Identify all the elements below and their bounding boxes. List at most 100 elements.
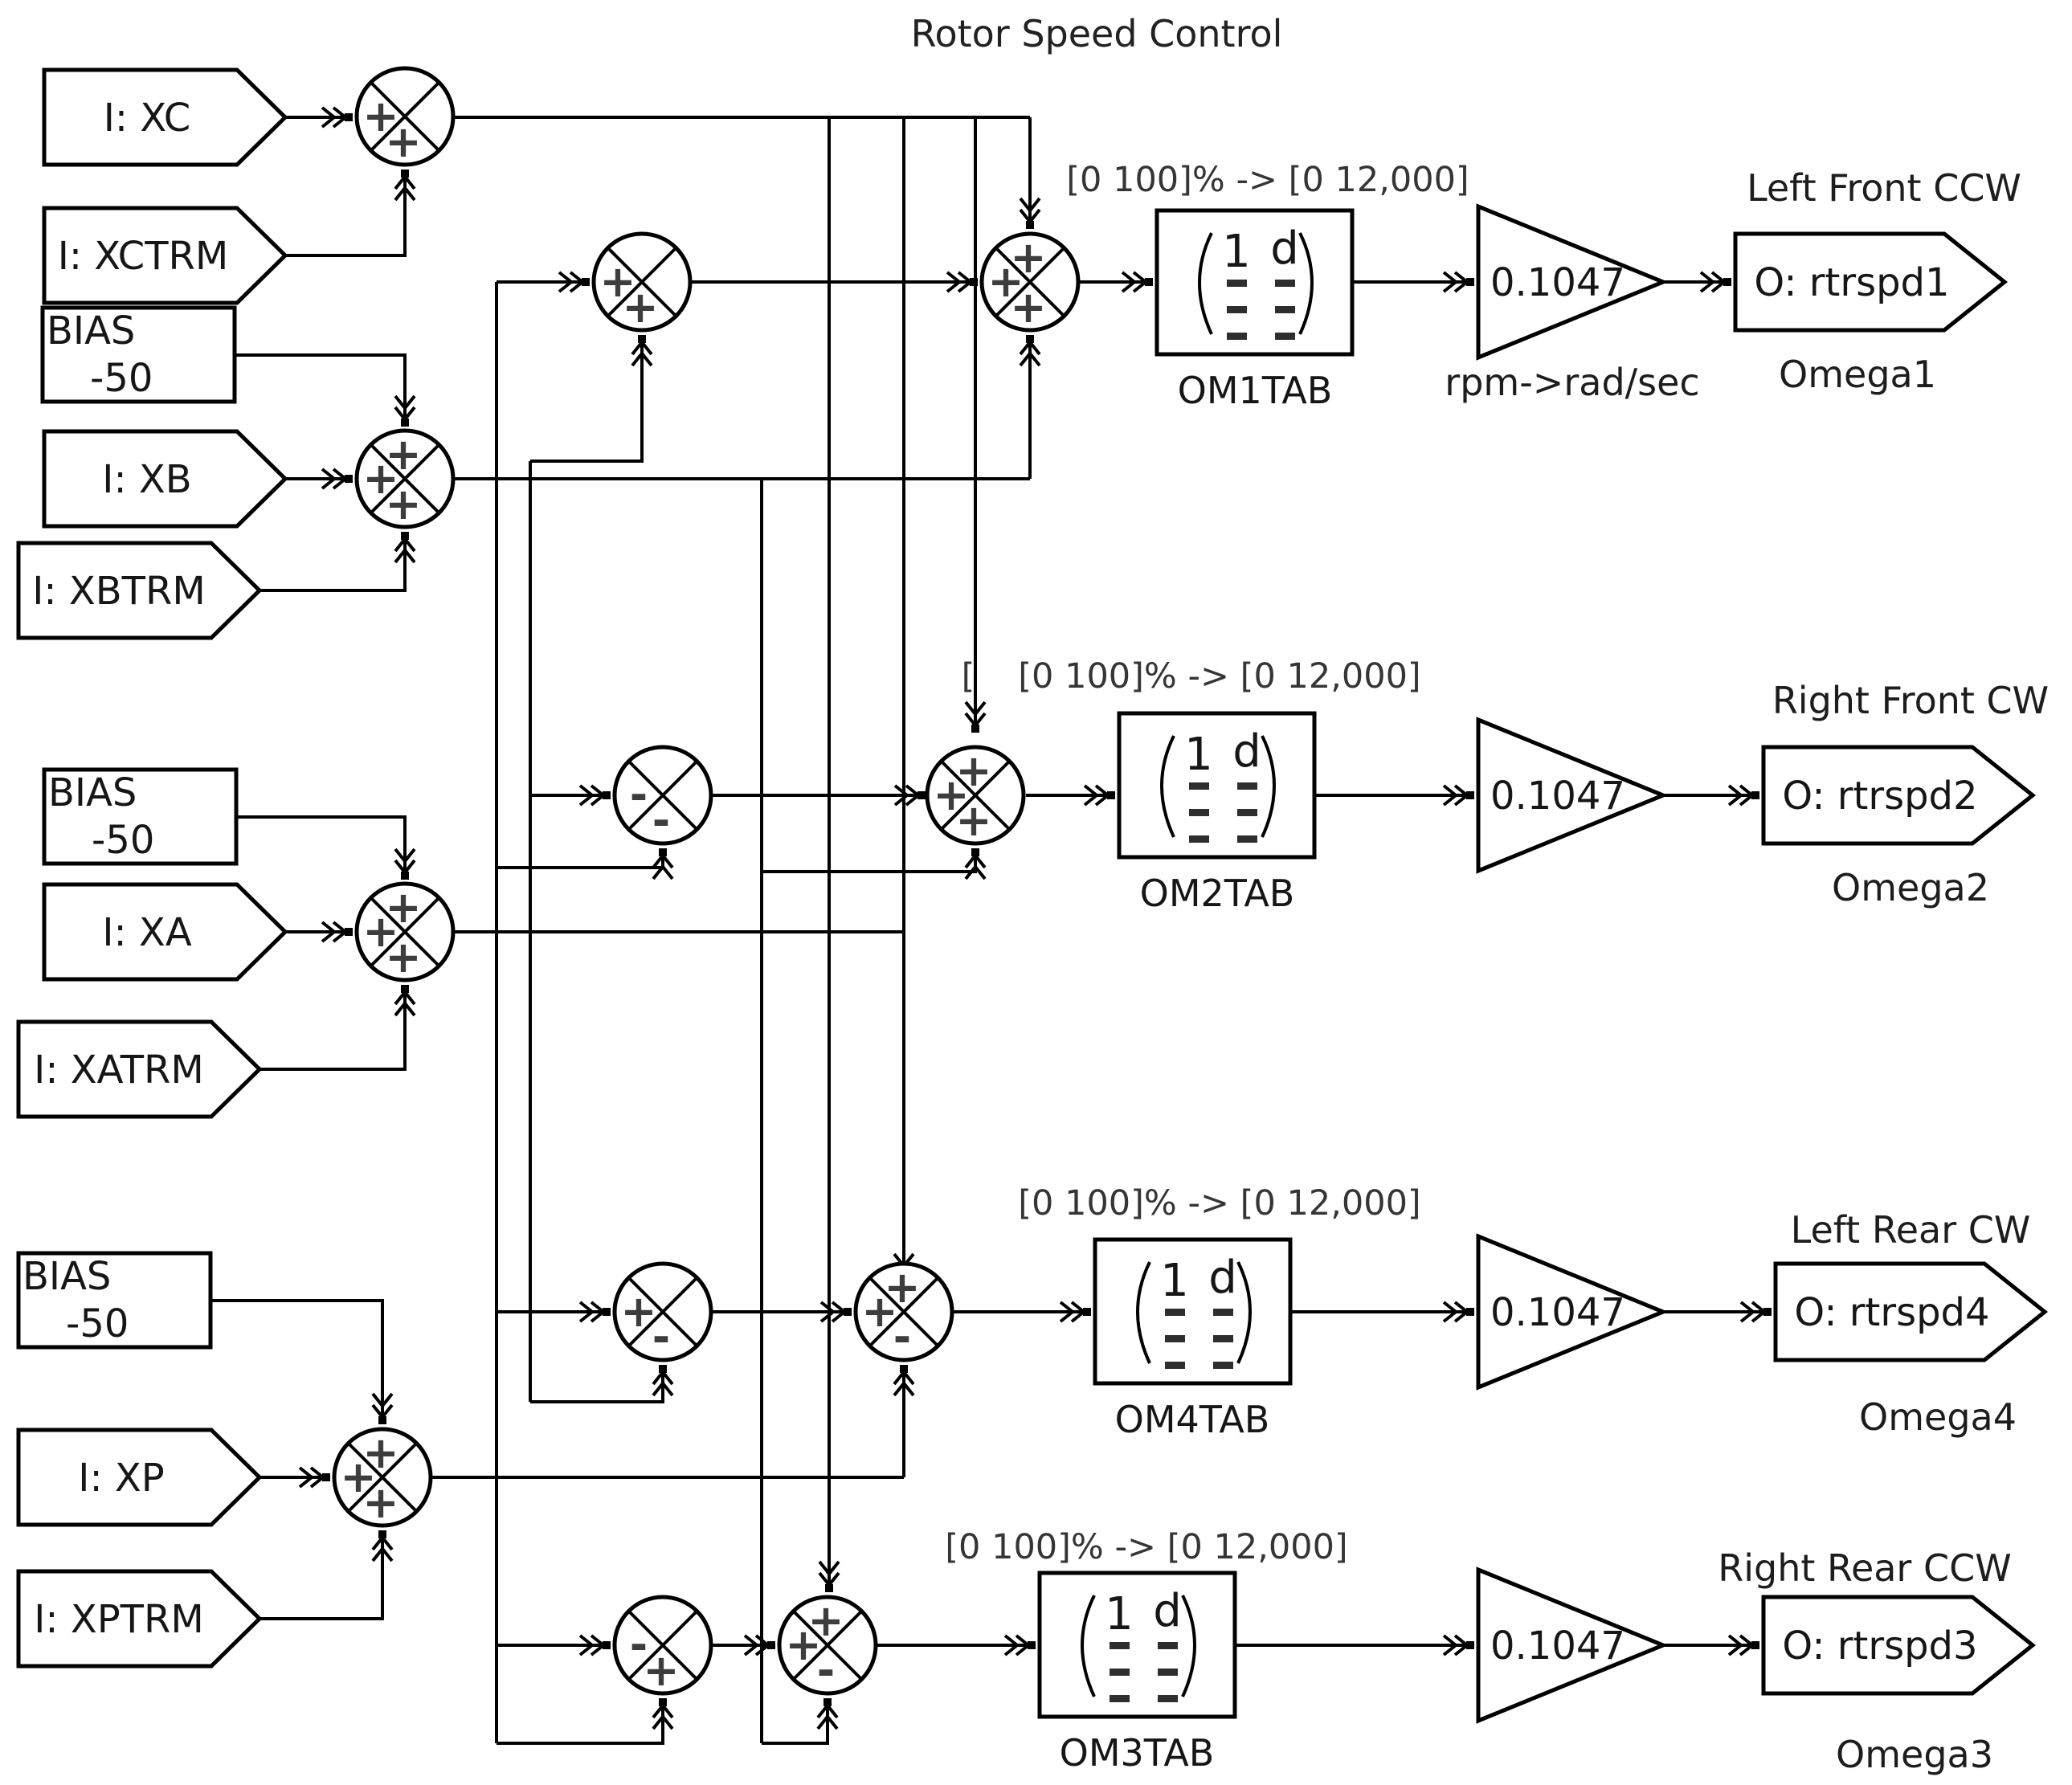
sign-south: -	[652, 1312, 670, 1362]
gain-block-4: 0.1047	[1476, 1566, 1669, 1724]
range-annotations: [0 100]% -> [0 12,000] [ [0 100]% -> [0 …	[945, 160, 1469, 1567]
output-name: Omega3	[1836, 1733, 1993, 1776]
gain-value: 0.1047	[1490, 774, 1625, 819]
sum-cross-icon	[370, 81, 440, 152]
input-tags: I: XC I: XCTRM BIAS -50 I: XB I: XBTRM B…	[16, 67, 288, 1669]
sign-north: +	[884, 1262, 920, 1313]
sum-cross-icon	[627, 1610, 698, 1681]
output-heading: Left Front CCW	[1747, 166, 2021, 210]
gain-value: 0.1047	[1490, 1290, 1625, 1335]
sign-south: +	[1010, 282, 1046, 333]
output-heading: Right Rear CCW	[1718, 1546, 2011, 1590]
lookup-table-om2tab: 1 d OM2TAB	[1117, 711, 1317, 915]
output-tag-label: O: rtrspd3	[1782, 1624, 1977, 1669]
bias-block-1-label: BIAS	[47, 308, 135, 353]
sum-cross-icon	[627, 760, 698, 831]
sign-south: -	[893, 1312, 911, 1362]
table-col1: 1	[1160, 1255, 1189, 1307]
wire-xbtrm-to-s2	[260, 532, 416, 592]
sum-junction-s5: + +	[591, 231, 693, 333]
annotation-row3: [0 100]% -> [0 12,000]	[1018, 1183, 1420, 1223]
sign-west: +	[362, 91, 398, 141]
output-group-rtrspd2: Right Front CW O: rtrspd2 Omega2	[1761, 679, 2049, 909]
sum-cross-icon	[995, 247, 1065, 317]
gain-blocks: 0.1047 rpm->rad/sec 0.1047 0.1047 0.1047	[1445, 203, 1700, 1724]
table-name: OM3TAB	[1060, 1731, 1215, 1775]
output-tags: Left Front CCW O: rtrspd1 Omega1 Right F…	[1718, 166, 2049, 1776]
output-heading: Left Rear CW	[1791, 1208, 2031, 1252]
wire-bus-to-s8-bottom	[497, 1698, 674, 1745]
wire-xatrm-to-s3	[260, 985, 416, 1071]
table-col2: d	[1153, 1585, 1182, 1637]
wire-xptrm-to-s4	[260, 1530, 394, 1620]
table-col2: d	[1270, 223, 1299, 275]
wire-bus-to-sf4-bottom	[762, 1698, 839, 1745]
input-tag-xatrm	[16, 1019, 263, 1119]
sum-junction-sf3: + + -	[853, 1261, 954, 1362]
annotation-row2-bracket: [	[962, 656, 975, 696]
annotation-row1: [0 100]% -> [0 12,000]	[1066, 160, 1469, 200]
input-tag-xctrm	[42, 206, 288, 305]
bias-block-3	[16, 1251, 213, 1350]
output-tag	[1761, 745, 2037, 846]
gain-triangle-icon	[1476, 717, 1669, 874]
annotation-row4: [0 100]% -> [0 12,000]	[945, 1527, 1347, 1567]
paren-left-icon	[1160, 735, 1175, 838]
paren-right-icon	[1298, 232, 1314, 335]
sign-south: +	[622, 282, 658, 333]
output-name: Omega2	[1832, 866, 1989, 909]
output-tag	[1733, 231, 2009, 333]
sum-cross-icon	[347, 1442, 418, 1513]
sum-cross-icon	[792, 1610, 863, 1681]
table-name: OM2TAB	[1140, 872, 1295, 915]
sum-cross-icon	[868, 1276, 939, 1347]
input-tag-xatrm-label: I: XATRM	[34, 1048, 204, 1093]
sum-junction-sf4: + + -	[777, 1595, 878, 1696]
table-dashes-icon	[1227, 280, 1295, 340]
bias-block-2-label: BIAS	[48, 770, 137, 815]
gain-triangle-icon	[1476, 1566, 1669, 1724]
sum-cross-icon	[370, 897, 440, 967]
sum-junction-sf1: + + +	[979, 231, 1081, 333]
sum-junction-s1: + +	[354, 66, 456, 167]
table-block	[1117, 711, 1317, 860]
output-name: Omega4	[1859, 1395, 2017, 1439]
sign-west: +	[340, 1452, 376, 1502]
paren-left-icon	[1198, 232, 1213, 335]
paren-right-icon	[1236, 1261, 1252, 1364]
sum-junction-sf2: + + +	[925, 745, 1026, 846]
sign-south: +	[955, 795, 991, 846]
table-dashes-icon	[1110, 1642, 1178, 1702]
paren-right-icon	[1261, 735, 1276, 838]
table-dashes-icon	[1189, 782, 1257, 843]
gain-block-3: 0.1047	[1476, 1233, 1669, 1391]
sign-west: +	[785, 1620, 821, 1670]
wire-bus-to-s7-bottom	[530, 1365, 674, 1403]
table-col1: 1	[1105, 1588, 1134, 1640]
wire-bus-to-s6-bottom	[497, 848, 674, 880]
output-name: Omega1	[1779, 353, 1936, 396]
sum-junction-s8: - +	[612, 1595, 713, 1696]
output-group-rtrspd1: Left Front CCW O: rtrspd1 Omega1	[1733, 166, 2021, 396]
sign-north: +	[1010, 232, 1046, 283]
sum-cross-icon	[370, 443, 440, 514]
sum-junction-s7: + -	[612, 1261, 713, 1362]
sign-north: +	[807, 1595, 844, 1646]
sign-west: +	[599, 256, 635, 307]
bias-block-1-value: -50	[90, 356, 153, 401]
input-tag-xa	[42, 882, 288, 982]
wire-bias3-to-s4	[210, 1299, 394, 1424]
sum-cross-icon	[940, 760, 1011, 831]
bias-block-3-value: -50	[66, 1301, 129, 1346]
input-tag-xp-label: I: XP	[78, 1456, 164, 1501]
sign-south: +	[385, 932, 421, 982]
input-tag-xb	[42, 429, 288, 529]
sum-junction-s2: + + +	[354, 428, 456, 529]
gain-value: 0.1047	[1490, 1624, 1625, 1669]
sign-south: +	[362, 1477, 398, 1528]
wire-bus-to-s5-bottom	[530, 335, 653, 463]
input-tag-xa-label: I: XA	[102, 910, 191, 955]
table-name: OM4TAB	[1115, 1398, 1270, 1441]
table-block	[1093, 1237, 1293, 1386]
